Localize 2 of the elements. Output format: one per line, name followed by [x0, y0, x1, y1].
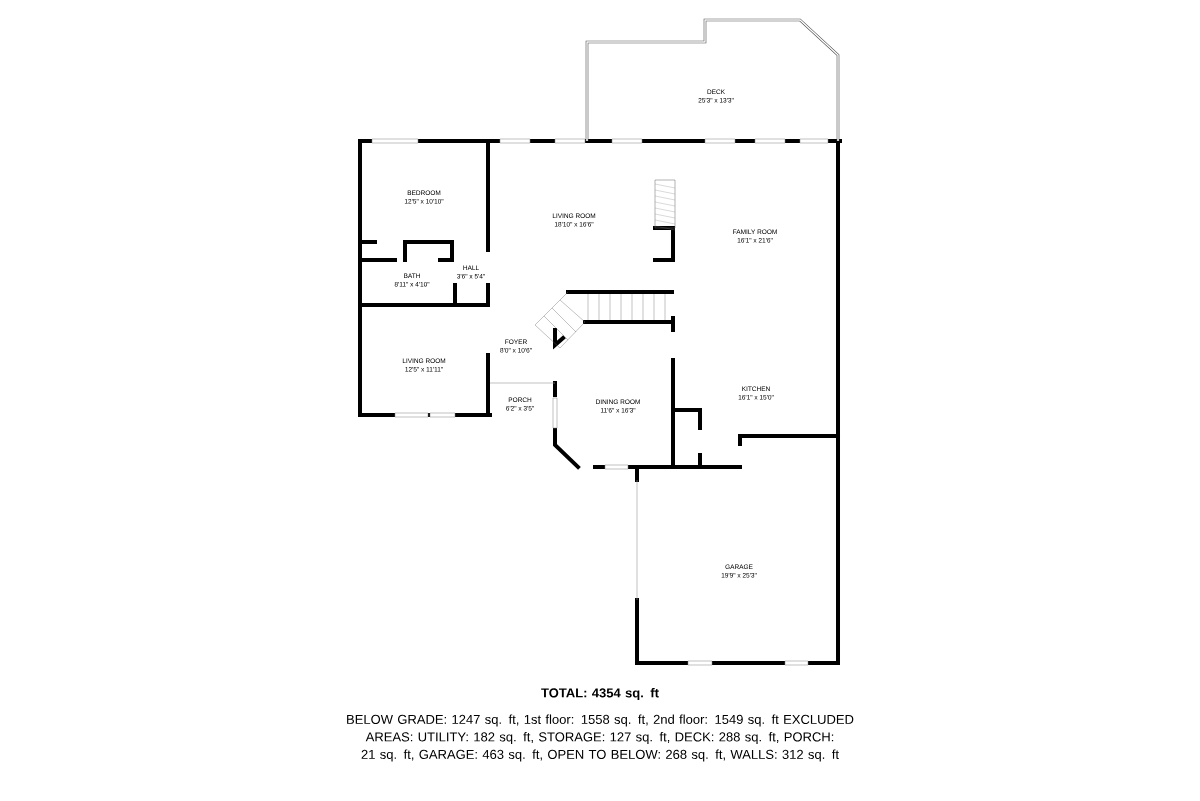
total-area-heading: TOTAL: 4354 sq. ft	[541, 687, 659, 701]
area-summary-text: BELOW GRADE: 1247 sq. ft, 1st floor: 1558 sq. ft, 2nd floor: 1549 sq. ft EXCLUDED AREAS: UTILITY: 182 sq. ft, STORAGE: 127 sq. ft, DECK: 288 sq. ft, PORCH: 21 sq. ft, GARAGE: 463 sq. ft, OPEN TO BELOW: 268 sq. ft, WALLS: 312 sq. ft	[347, 714, 854, 762]
